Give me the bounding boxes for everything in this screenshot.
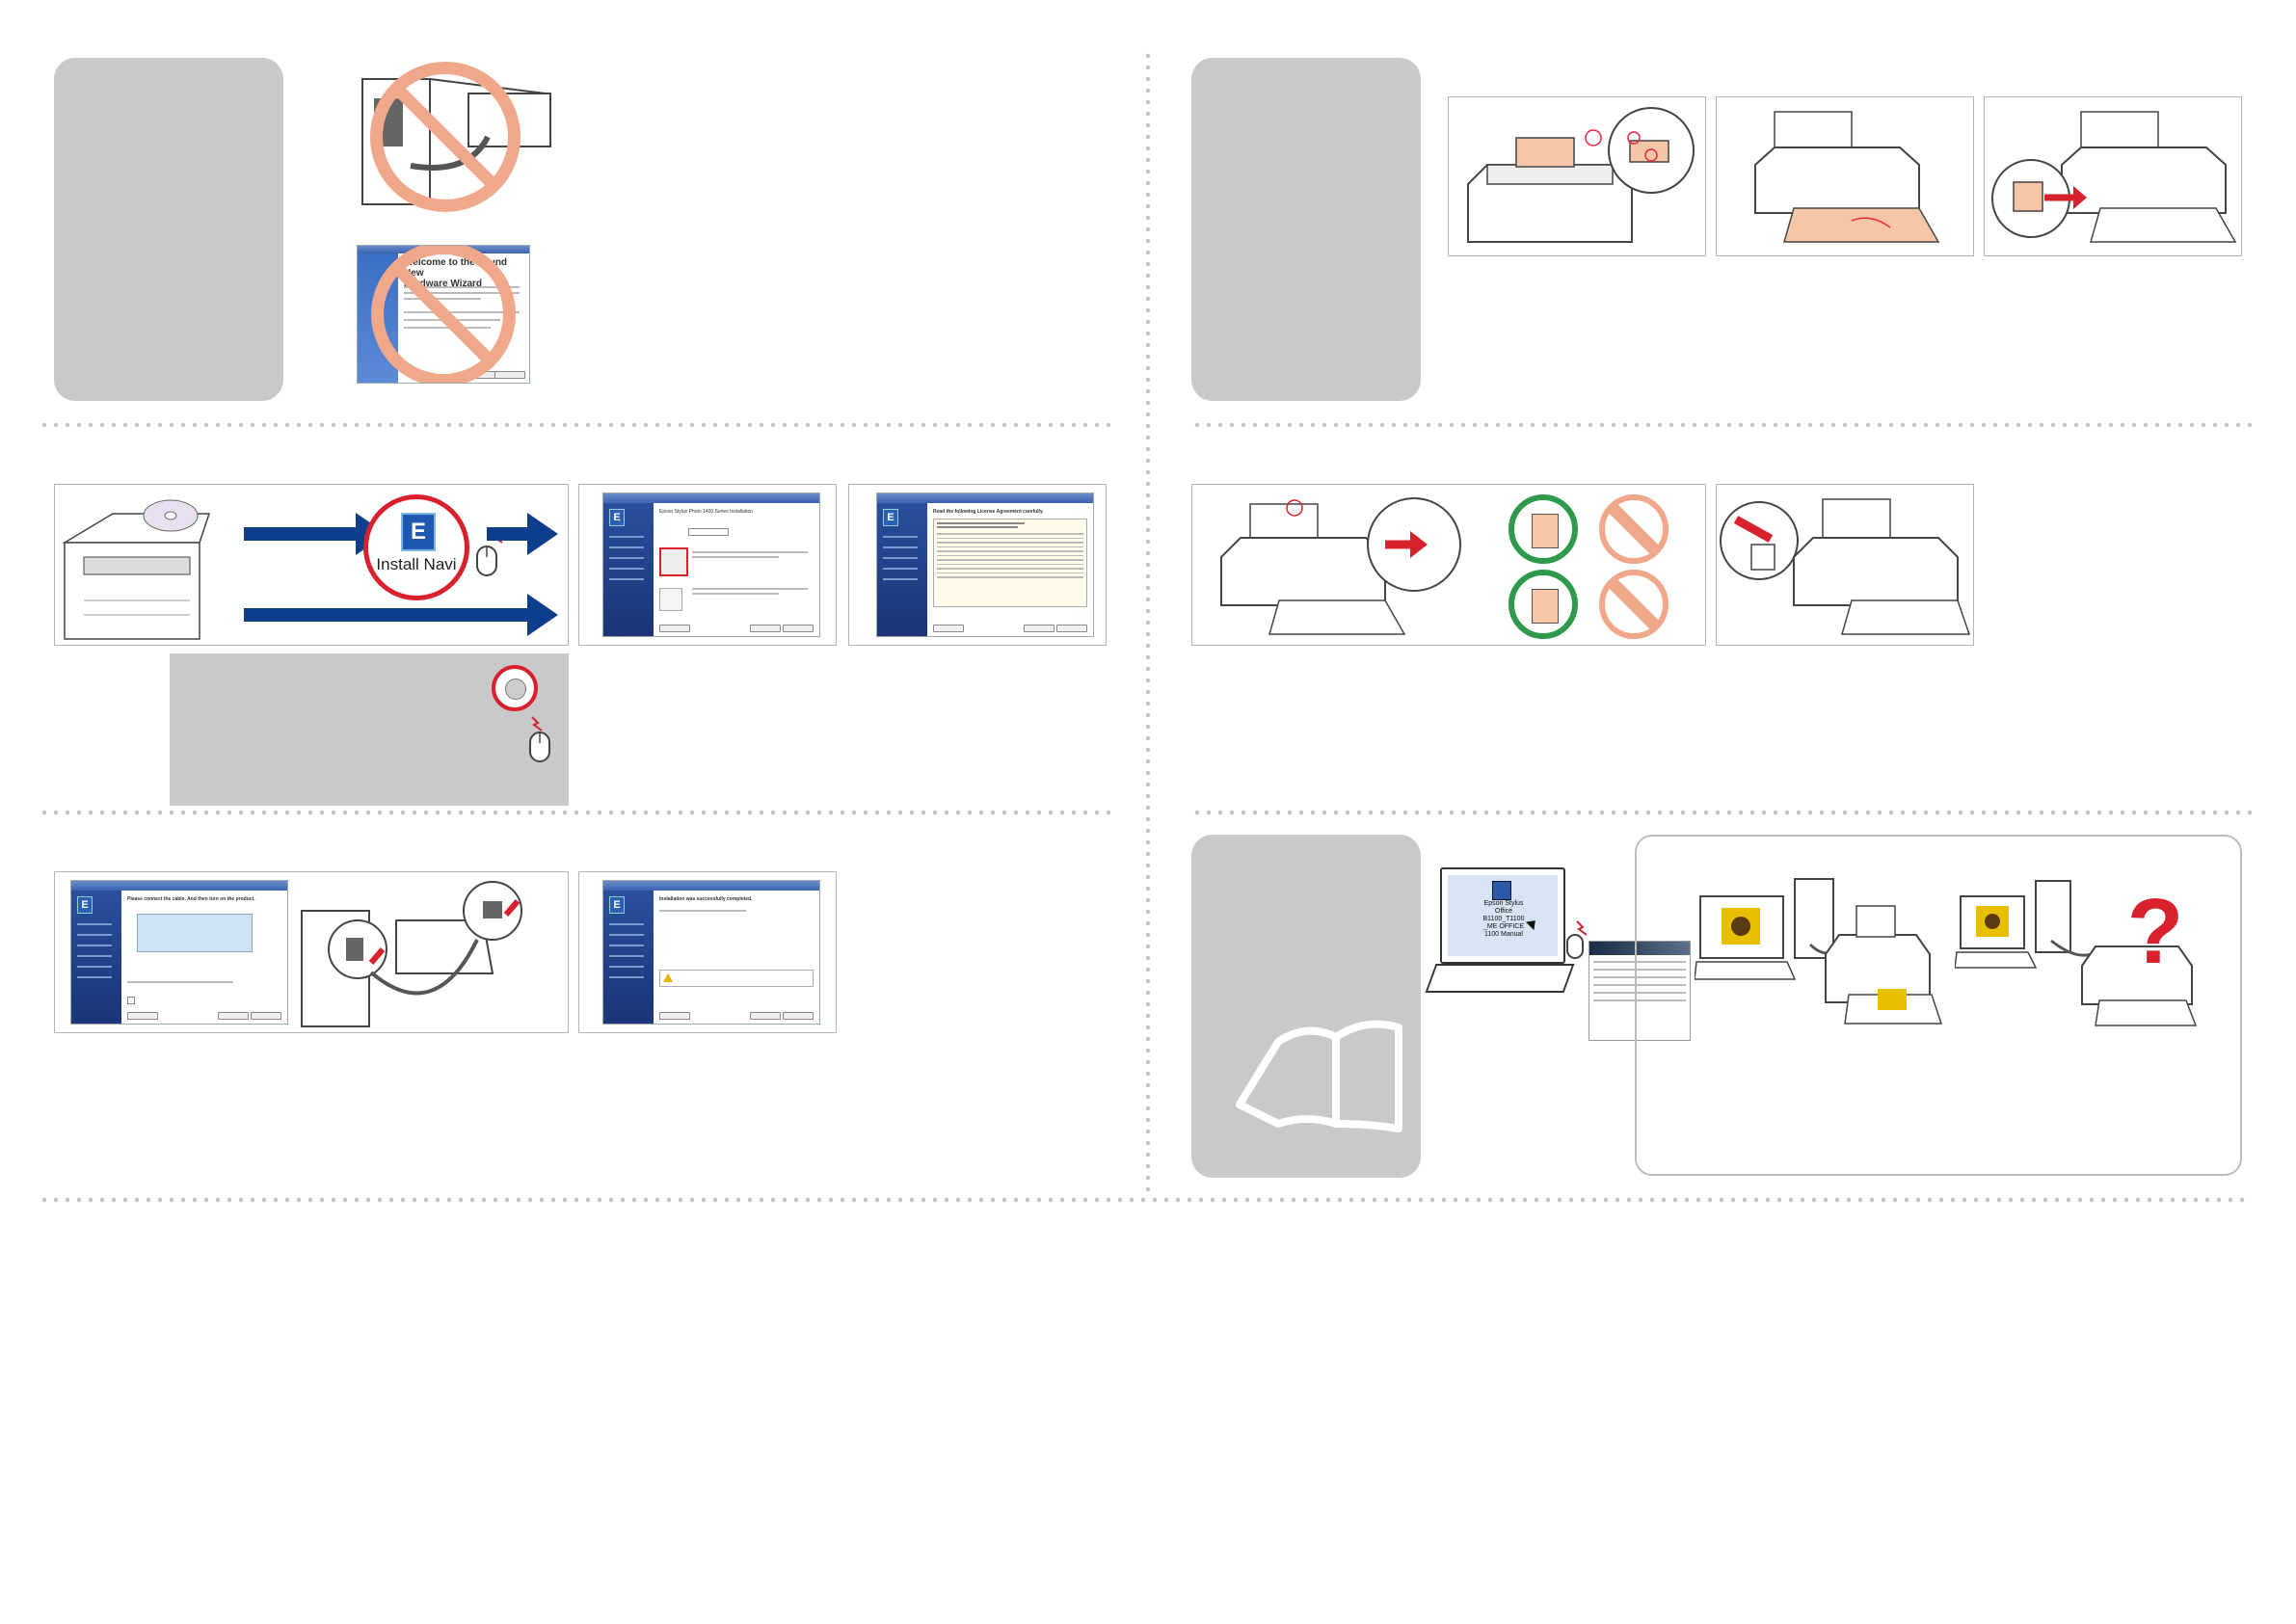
separator-mid-right <box>1191 810 2252 815</box>
connect-dialog: E Please connect the cable. And then tur… <box>70 880 288 1025</box>
separator-top-right <box>1191 422 2252 428</box>
manual-label-line1: Epson Stylus <box>1475 900 1533 908</box>
prohibited-sign-icon <box>1599 570 1669 639</box>
found-hardware-wizard-dialog: Welcome to the Found New Hardware Wizard <box>357 245 530 384</box>
step-panel-3 <box>1191 835 1421 1178</box>
feed-paper-frame <box>1191 484 1706 646</box>
setup-dialog-title: Epson Stylus Photo 1400 Series Installat… <box>659 509 814 515</box>
prohibited-sign-icon <box>1599 494 1669 564</box>
separator-top-left <box>39 422 1110 428</box>
paper-guide-frame <box>1716 484 1974 646</box>
step-panel-2 <box>1191 58 1421 401</box>
connect-cable-frame: E Please connect the cable. And then tur… <box>54 871 569 1033</box>
manual-label-line2: Office <box>1475 908 1533 916</box>
check-circle-icon <box>1508 570 1578 639</box>
complete-dialog: E Installation was successfully complete… <box>602 880 820 1025</box>
question-mark-icon: ? <box>2126 879 2184 985</box>
arrow-to-install-navi <box>244 527 358 541</box>
manual-label-line3: B1100_T1100 <box>1475 916 1533 923</box>
step-panel-1 <box>54 58 283 401</box>
license-dialog: E Read the following License Agreement c… <box>876 493 1094 637</box>
setup-dialog: E Epson Stylus Photo 1400 Series Install… <box>602 493 820 637</box>
manual-file-icon[interactable] <box>1492 881 1511 900</box>
paper-load-step-1-frame <box>1448 96 1706 256</box>
manual-label-line4: _ME OFFICE <box>1475 923 1533 931</box>
separator-bottom <box>39 1197 2252 1203</box>
printing-info-box: ? <box>1635 835 2242 1176</box>
install-icon[interactable] <box>492 665 538 711</box>
install-navi-label: Install Navi <box>368 555 465 574</box>
paper-load-step-3-frame <box>1984 96 2242 256</box>
install-navi-badge[interactable]: E Install Navi <box>363 494 469 600</box>
check-circle-icon <box>1508 494 1578 564</box>
install-complete-frame: E Installation was successfully complete… <box>578 871 837 1033</box>
successful-print-illustration <box>1695 858 1945 1031</box>
open-book-icon <box>1191 835 1421 1178</box>
complete-dialog-heading: Installation was successfully completed. <box>659 896 814 902</box>
arrow-skip <box>244 608 529 622</box>
cd-disc-icon <box>142 496 200 535</box>
prohibited-sign-icon <box>371 245 516 384</box>
manual-label-line5: 1100 Manual <box>1475 931 1533 939</box>
usb-connect-illustration <box>290 872 569 1033</box>
prohibited-sign-icon <box>370 62 521 212</box>
prohibited-pc-illustration <box>353 60 557 214</box>
autorun-note-panel <box>170 653 569 806</box>
paper-load-step-2-frame <box>1716 96 1974 256</box>
separator-mid-left <box>39 810 1110 815</box>
mouse-click-icon <box>526 715 565 773</box>
license-dialog-heading: Read the following License Agreement car… <box>933 509 1087 515</box>
install-navi-logo: E <box>401 513 436 551</box>
computer-manual-illustration: Epson Stylus Office B1100_T1100 _ME OFFI… <box>1430 867 1585 997</box>
arrow-after-click <box>487 527 529 541</box>
install-icon[interactable] <box>659 547 688 576</box>
separator-vertical <box>1145 50 1151 1197</box>
license-dialog-frame: E Read the following License Agreement c… <box>848 484 1107 646</box>
setup-dialog-frame: E Epson Stylus Photo 1400 Series Install… <box>578 484 837 646</box>
cd-install-frame: E Install Navi <box>54 484 569 646</box>
connect-dialog-heading: Please connect the cable. And then turn … <box>127 896 281 902</box>
